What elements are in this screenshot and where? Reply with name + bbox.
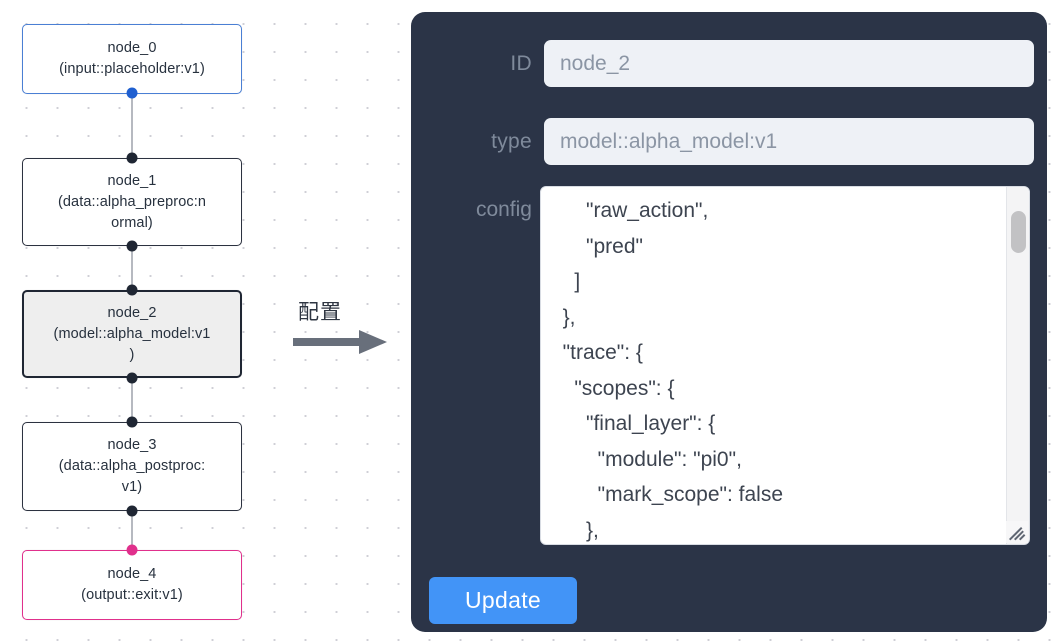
id-field-label: ID [510,51,532,75]
arrow-right-icon [293,330,387,354]
config-scrollbar-track[interactable] [1006,187,1029,544]
edge-node2-node3 [131,378,133,422]
node-handle-node_3-target[interactable] [126,416,138,428]
config-textarea-wrap: "raw_action", "pred" ] }, "trace": { "sc… [540,186,1030,545]
graph-node-node_1[interactable]: node_1 (data::alpha_preproc:n ormal) [22,158,242,246]
resize-handle-icon[interactable] [1006,521,1028,543]
node-handle-node_3-source[interactable] [126,505,138,517]
update-button[interactable]: Update [429,577,577,624]
edge-node0-node1 [131,93,133,158]
edge-node1-node2 [131,246,133,290]
node-handle-node_2-source[interactable] [126,372,138,384]
config-scrollbar-thumb[interactable] [1011,211,1026,253]
graph-node-node_2[interactable]: node_2 (model::alpha_model:v1 ) [22,290,242,378]
graph-node-node_3[interactable]: node_3 (data::alpha_postproc: v1) [22,422,242,511]
transition-arrow-group: 配置 [293,298,393,356]
config-textarea[interactable]: "raw_action", "pred" ] }, "trace": { "sc… [540,186,1030,545]
node-handle-node_0-source[interactable] [126,87,138,99]
node-label: node_3 (data::alpha_postproc: v1) [58,437,206,495]
node-handle-node_1-target[interactable] [126,152,138,164]
node-label: node_2 (model::alpha_model:v1 ) [53,304,211,363]
graph-node-node_0[interactable]: node_0 (input::placeholder:v1) [22,24,242,94]
node-label: node_4 (output::exit:v1) [81,566,183,603]
node-label: node_1 (data::alpha_preproc:n ormal) [57,172,207,231]
node-config-panel: ID type config "raw_action", "pred" ] },… [411,12,1047,632]
type-input[interactable] [544,118,1034,165]
edge-node3-node4 [131,511,133,550]
node-label: node_0 (input::placeholder:v1) [59,40,205,77]
arrow-label: 配置 [298,300,342,324]
node-handle-node_4-target[interactable] [126,544,138,556]
config-field-label: config [475,198,532,221]
type-field-label: type [491,129,532,153]
id-input[interactable] [544,40,1034,87]
field-row-id: ID [411,40,1047,87]
field-row-type: type [411,118,1047,165]
graph-node-node_4[interactable]: node_4 (output::exit:v1) [22,550,242,620]
node-handle-node_2-target[interactable] [126,284,138,296]
node-handle-node_1-source[interactable] [126,240,138,252]
